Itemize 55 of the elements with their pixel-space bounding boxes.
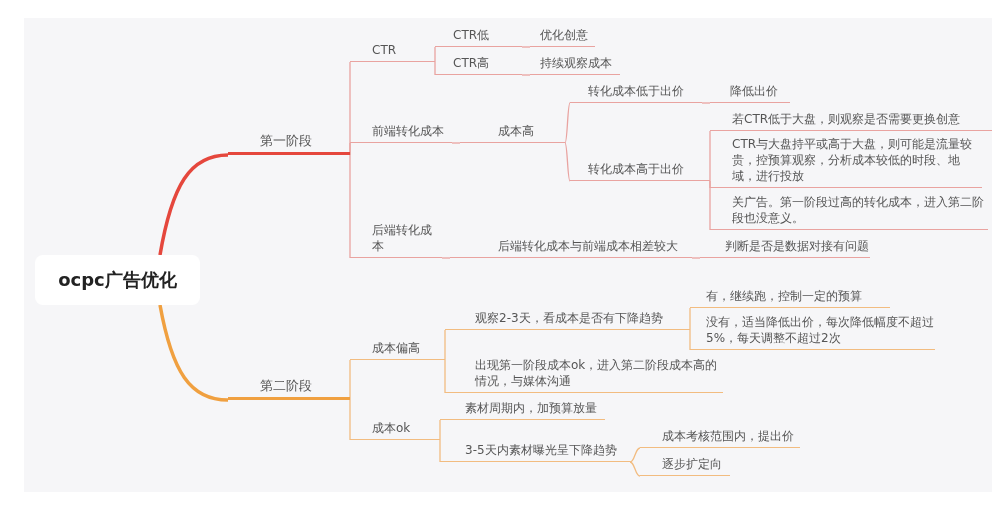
topic-label: 素材周期内，加预算放量 [440,400,605,420]
branch-line [349,359,351,401]
topic-label: 转化成本高于出价 [570,161,710,181]
branch-line [451,142,461,144]
branch-line [349,399,351,441]
branch-line [349,142,351,156]
topic-label: 出现第一阶段成本ok，进入第二阶段成本高的情况，与媒体沟通 [445,357,723,393]
topic-label: 3-5天内素材曝光呈下降趋势 [440,442,630,462]
topic-label: 若CTR低于大盘，则观察是否需要更换创意 [710,111,992,131]
topic-label: 成本偏高 [350,340,445,360]
branch-line [441,257,451,259]
topic-label: 成本高 [460,123,565,143]
topic-label: 转化成本低于出价 [570,83,702,103]
topic-label: 逐步扩定向 [640,456,730,476]
branch-line [564,102,571,144]
branch-line [434,46,436,63]
branch-line [689,329,691,351]
topic-label: 有，继续跑，控制一定的预算 [690,288,890,308]
branch-line [564,142,571,182]
root-topic-box: ocpc广告优化 [35,255,200,305]
branch-line [439,439,441,463]
topic-label: 关广告。第一阶段过高的转化成本，进入第二阶段也没意义。 [710,194,988,230]
branch-line [439,419,441,441]
branch-line [629,461,641,477]
topic-label: 持续观察成本 [530,55,620,75]
topic-label: 降低出价 [710,83,790,103]
branch-line [158,304,229,402]
topic-label: 第二阶段 [228,378,350,400]
branch-line [691,257,701,259]
branch-line [444,329,446,361]
branch-line [349,154,351,259]
topic-label: 判断是否是数据对接有问题 [700,238,870,258]
topic-label: 成本ok [350,420,440,440]
topic-label: 后端转化成本 [350,222,442,258]
branch-line [434,61,436,76]
branch-line [158,153,229,256]
topic-label: 观察2-3天，看成本是否有下降趋势 [445,310,690,330]
branch-line [701,102,711,104]
topic-label: 没有，适当降低出价，每次降低幅度不超过5%，每天调整不超过2次 [690,314,935,350]
branch-line [629,447,641,463]
branch-line [521,74,531,76]
topic-label: 成本考核范围内，提出价 [640,428,800,448]
branch-line [444,359,446,394]
topic-label: 第一阶段 [228,133,350,155]
branch-line [689,307,691,331]
branch-line [709,130,711,182]
topic-label: 优化创意 [530,27,595,47]
branch-line [521,46,531,48]
topic-label: CTR [350,42,435,62]
branch-line [709,180,711,231]
topic-label: 后端转化成本与前端成本相差较大 [450,238,692,258]
topic-label: CTR高 [435,55,522,75]
topic-label: 前端转化成本 [350,123,452,143]
topic-label: CTR低 [435,27,522,47]
topic-label: CTR与大盘持平或高于大盘，则可能是流量较贵，控预算观察，分析成本较低的时段、地域，进行投放 [710,136,982,188]
